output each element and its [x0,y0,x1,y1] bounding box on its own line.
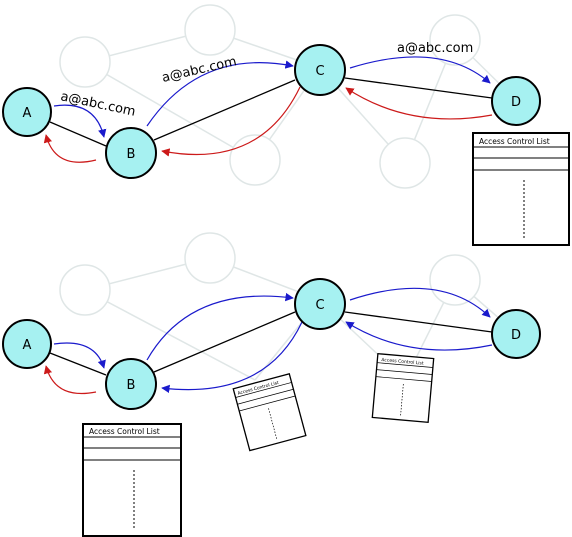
ghost-node [229,134,281,186]
scenario-top: a@abc.com a@abc.com a@abc.com A B C D Ac… [2,4,570,246]
link-b-c [153,311,296,373]
node-d-label: D [511,95,521,110]
links-top [49,77,493,147]
node-d-label: D [511,328,521,343]
ghost-node [59,36,111,88]
arrow-a-to-b [53,104,107,138]
acl-title-bottom-large: Access Control List [89,427,160,436]
node-c-label: C [315,298,324,313]
arrow-c-to-d [349,287,491,318]
ghost-node [59,264,111,316]
arrow-b-to-a [43,365,97,395]
arrow-d-to-c [345,87,493,120]
node-d[interactable]: D [491,309,541,359]
link-c-d [344,311,493,333]
ghost-network-top [59,4,517,189]
acl-table-bottom-large: Access Control List [82,423,182,537]
arrow-c-to-d [349,56,491,84]
arrow-c-to-b [161,86,301,157]
return-arrows-bottom [43,365,97,395]
return-arrows-top [43,86,493,163]
scenario-bottom: A B C D Access Control List Access Contr… [2,232,541,537]
arrow-b-to-c [146,60,294,127]
message-label-a-b: a@abc.com [59,89,137,120]
node-c[interactable]: C [294,278,346,330]
link-a-b [49,121,107,147]
node-a[interactable]: A [2,87,52,137]
arrow-b-to-a [43,134,97,163]
forward-arrows-bottom [53,287,491,369]
arrow-c-to-b [161,321,303,394]
node-a[interactable]: A [2,319,52,369]
node-a-label: A [23,106,32,121]
node-b[interactable]: B [105,127,157,179]
arrow-b-to-c [146,292,294,361]
link-c-d [344,77,493,99]
node-c[interactable]: C [294,44,346,96]
arrow-d-to-c [345,321,493,351]
ghost-node [184,4,236,56]
ghost-link [84,61,256,161]
message-label-c-d: a@abc.com [397,41,473,56]
acl-title-small-right: Access Control List [381,357,424,367]
ghost-node [429,254,481,306]
acl-table-top: Access Control List [472,132,570,246]
ghost-node [184,232,236,284]
ghost-node [429,14,481,66]
node-b-label: B [127,147,136,162]
link-a-b [49,352,107,376]
node-b-label: B [127,378,136,393]
message-label-b-c: a@abc.com [161,54,239,86]
forward-arrows-top [53,56,491,138]
links-bottom [49,311,493,376]
node-a-label: A [23,338,32,353]
ghost-link [84,289,256,381]
link-b-c [153,79,296,141]
acl-table-bottom-small-left: Access Control List [232,372,307,452]
node-d[interactable]: D [491,76,541,126]
acl-title-top: Access Control List [479,137,550,146]
acl-table-bottom-small-right: Access Control List [371,352,435,424]
node-c-label: C [315,64,324,79]
return-arrows-bottom-blue [161,321,493,394]
arrow-a-to-b [53,342,106,369]
ghost-network-bottom [59,232,517,381]
ghost-node [379,137,431,189]
node-b[interactable]: B [105,358,157,410]
